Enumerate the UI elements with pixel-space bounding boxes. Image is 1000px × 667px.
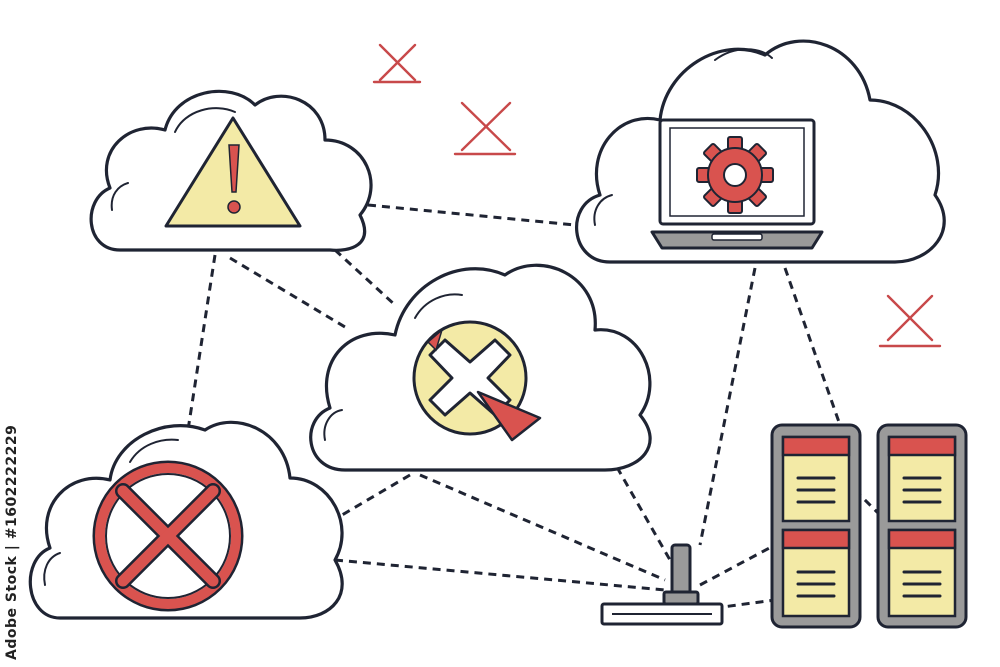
server-icon — [876, 423, 968, 629]
connection-lines — [186, 203, 887, 612]
link-switch-server-a — [699, 543, 776, 587]
link-warning-error — [186, 254, 217, 431]
cloud-broken-cursor — [309, 263, 652, 472]
link-error-switch — [334, 558, 666, 592]
link-laptop-switch — [698, 267, 757, 546]
server-icon — [770, 423, 862, 629]
x-marker-icon — [372, 43, 422, 84]
x-marker-icon — [878, 294, 942, 348]
warning-triangle-icon — [164, 116, 302, 228]
link-cursor-switch-b — [608, 454, 672, 561]
link-warning-cursor-b — [333, 248, 397, 307]
link-switch-server-b — [699, 598, 776, 612]
gear-icon — [696, 136, 774, 214]
network-hub-icon — [600, 543, 724, 626]
cloud-warning — [89, 89, 373, 252]
x-marker-icons — [372, 43, 942, 348]
laptop-gear-icon — [650, 118, 824, 250]
cloud-error — [28, 420, 344, 620]
stock-watermark: Adobe Stock | #1602222229 — [4, 424, 20, 660]
x-marker-icon — [453, 101, 517, 156]
network-switch — [600, 543, 724, 626]
link-cursor-error — [324, 473, 411, 527]
x-cursor-icon — [412, 320, 542, 442]
server-rack-left — [770, 423, 862, 629]
link-laptop-server — [783, 267, 842, 426]
link-cursor-switch-a — [419, 473, 666, 582]
circle-x-icon — [92, 460, 244, 612]
link-warning-cursor-a — [229, 256, 351, 332]
link-warning-laptop — [367, 203, 576, 227]
server-rack-right — [876, 423, 968, 629]
cloud-laptop — [575, 39, 946, 264]
